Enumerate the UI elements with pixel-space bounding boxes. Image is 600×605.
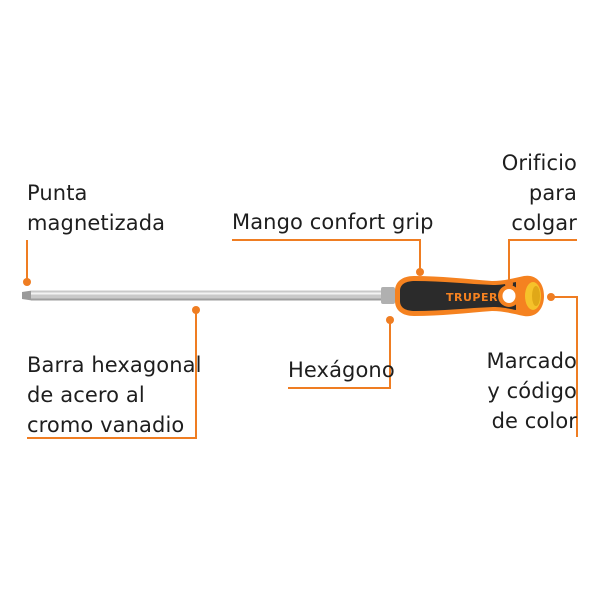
hang-hole: [502, 289, 516, 303]
leader-barra: [27, 310, 197, 439]
label-line: cromo vanadio: [27, 413, 185, 437]
shaft: [22, 287, 395, 304]
dot-mango: [416, 268, 424, 276]
leader-mango: [232, 239, 421, 272]
label-line: y código: [487, 379, 577, 403]
label-punta-magnetizada: Punta magnetizada: [27, 178, 165, 238]
shaft-tip: [22, 290, 32, 301]
handle-black-grip: [400, 281, 516, 311]
dot-barra: [192, 306, 200, 314]
brand-logo: TRUPER: [446, 291, 498, 304]
leader-dots: [23, 268, 555, 324]
dot-marcado: [547, 293, 555, 301]
label-orificio-para-colgar: Orificio para colgar: [502, 148, 577, 238]
label-mango-confort-grip: Mango confort grip: [232, 207, 434, 237]
end-cap-shadow: [532, 286, 540, 306]
label-line: de acero al: [27, 383, 145, 407]
shaft-shadow: [31, 298, 393, 301]
leader-lines: [26, 239, 578, 439]
label-line: colgar: [511, 211, 577, 235]
leader-orificio: [508, 239, 577, 284]
label-marcado-codigo-color: Marcado y código de color: [487, 346, 577, 436]
label-line: Barra hexagonal: [27, 353, 202, 377]
label-line: Orificio: [501, 151, 577, 175]
label-line: magnetizada: [27, 211, 166, 235]
leader-hexagono: [288, 320, 391, 389]
label-line: de color: [491, 409, 577, 433]
leader-marcado: [551, 296, 578, 437]
label-line: Mango confort grip: [232, 210, 434, 234]
dot-punta: [23, 278, 31, 286]
label-line: Marcado: [486, 349, 577, 373]
label-hexagono: Hexágono: [288, 355, 395, 385]
label-line: Hexágono: [288, 358, 395, 382]
label-line: Punta: [27, 181, 88, 205]
shaft-highlight: [31, 292, 393, 295]
shaft-bar: [31, 290, 393, 301]
label-barra-hexagonal: Barra hexagonal de acero al cromo vanadi…: [27, 350, 202, 440]
label-line: para: [528, 181, 577, 205]
handle: TRUPER: [395, 275, 544, 317]
dot-hexagono: [386, 316, 394, 324]
dot-orificio: [505, 280, 513, 288]
hex-collar: [381, 287, 395, 304]
